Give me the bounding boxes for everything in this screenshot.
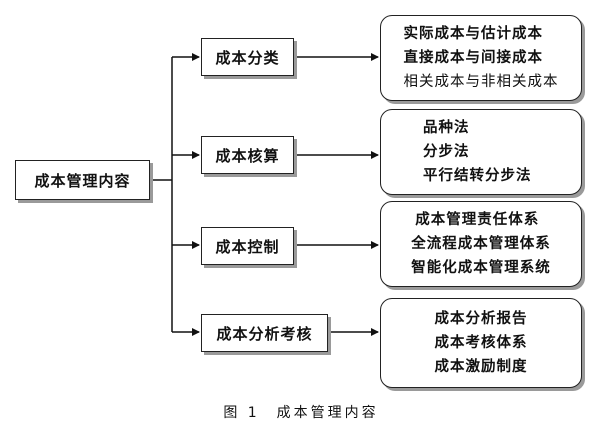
branch-label: 成本分类	[215, 48, 280, 67]
branch-node-control: 成本控制	[201, 227, 294, 265]
leaf-item: 智能化成本管理系统	[411, 260, 551, 276]
leaf-item: 成本考核体系	[434, 335, 528, 351]
branch-label: 成本核算	[215, 146, 280, 165]
leaf-group-control: 成本管理责任体系 全流程成本管理体系 智能化成本管理系统	[380, 201, 582, 287]
leaf-item: 相关成本与非相关成本	[403, 74, 559, 90]
leaf-group-accounting: 品种法 分步法 平行结转分步法	[380, 109, 582, 195]
root-label: 成本管理内容	[34, 171, 131, 190]
root-node: 成本管理内容	[15, 160, 150, 200]
leaf-item: 成本激励制度	[434, 359, 528, 375]
leaf-group-classification: 实际成本与估计成本 直接成本与间接成本 相关成本与非相关成本	[380, 15, 582, 101]
leaf-item: 实际成本与估计成本	[403, 26, 543, 42]
branch-node-analysis: 成本分析考核	[201, 314, 328, 352]
branch-node-classification: 成本分类	[201, 38, 294, 76]
leaf-item: 全流程成本管理体系	[411, 236, 551, 252]
branch-node-accounting: 成本核算	[201, 136, 294, 174]
leaf-item: 品种法	[423, 120, 470, 136]
leaf-item: 成本分析报告	[434, 311, 528, 327]
leaf-item: 成本管理责任体系	[415, 212, 540, 228]
leaf-group-analysis: 成本分析报告 成本考核体系 成本激励制度	[380, 298, 582, 388]
leaf-item: 平行结转分步法	[423, 168, 532, 184]
leaf-item: 直接成本与间接成本	[403, 50, 543, 66]
branch-label: 成本分析考核	[216, 324, 313, 343]
leaf-item: 分步法	[423, 144, 470, 160]
branch-label: 成本控制	[215, 237, 280, 256]
figure-caption: 图 1 成本管理内容	[223, 405, 379, 421]
